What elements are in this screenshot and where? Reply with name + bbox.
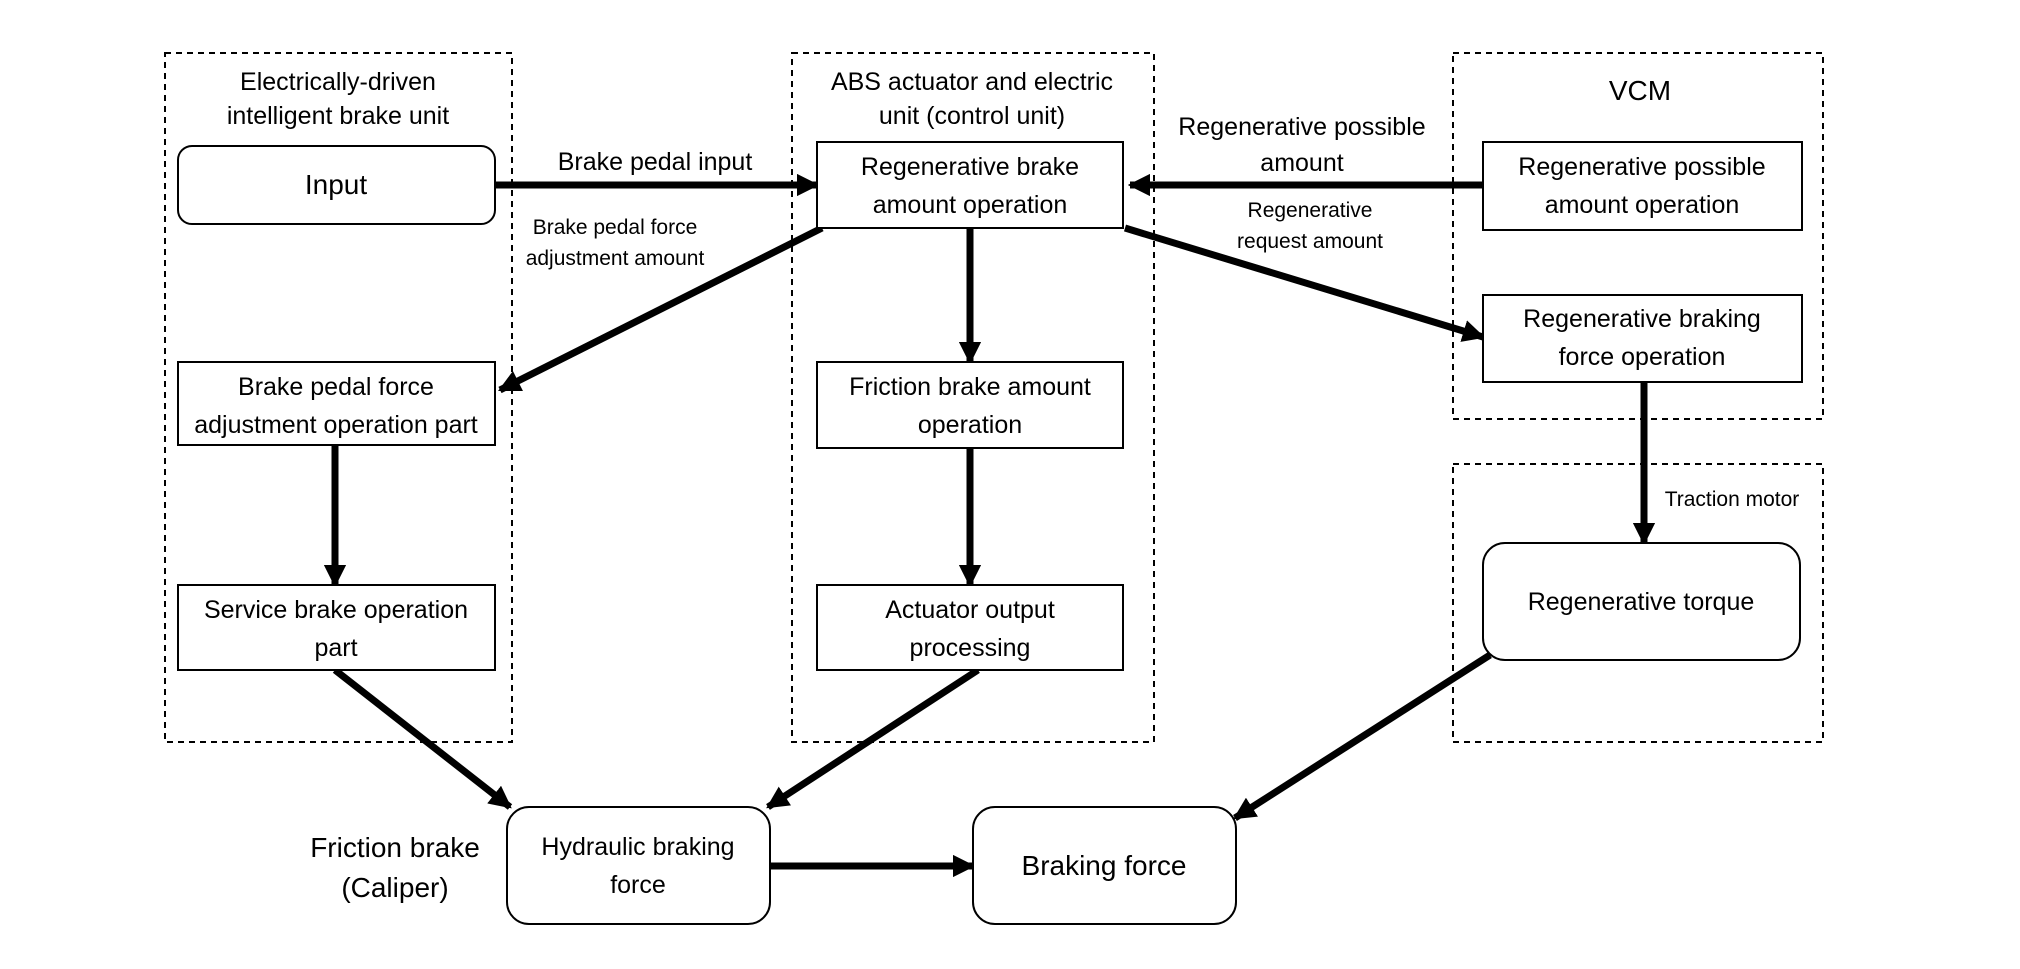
regen-brake-amount-node (816, 141, 1124, 229)
traction-motor-title: Traction motor (1665, 488, 1800, 511)
actuator-output-label: Actuator output processing (885, 596, 1055, 662)
hydraulic-force-label-line: force (610, 871, 666, 899)
arrow-regen-brake-to-pedal-adjust (497, 224, 824, 394)
brake-unit-group (164, 52, 513, 743)
pedal-force-adjust-label-line: adjustment operation part (194, 411, 478, 439)
service-brake-label-line: Service brake operation (204, 596, 468, 624)
regen-request-amount-label-line: Regenerative (1248, 199, 1373, 222)
input-label: Input (305, 169, 367, 200)
service-brake-node (177, 584, 496, 671)
regen-possible-op-label-line: amount operation (1545, 191, 1740, 219)
regen-torque-label-line: Regenerative torque (1528, 588, 1755, 616)
regen-possible-amount-label-line: amount (1260, 149, 1343, 177)
brake-pedal-input-label: Brake pedal input (558, 148, 753, 176)
pedal-force-adjust-label: Brake pedal force adjustment operation pa… (194, 373, 478, 439)
friction-brake-caliper-label-line: (Caliper) (341, 872, 448, 903)
input-label-line: Input (305, 169, 367, 200)
hydraulic-force-label: Hydraulic braking force (541, 833, 734, 899)
regen-request-amount-label: Regenerative request amount (1237, 199, 1383, 253)
abs-unit-title-line: unit (control unit) (879, 102, 1065, 130)
friction-brake-amount-label-line: Friction brake amount (849, 373, 1091, 401)
regen-possible-amount-label-line: Regenerative possible (1178, 113, 1425, 141)
hydraulic-force-node (506, 806, 771, 925)
vcm-title-line: VCM (1609, 75, 1671, 106)
arrow-torque-to-braking-force (1233, 652, 1492, 821)
pedal-force-adjust-amount-label: Brake pedal force adjustment amount (526, 216, 705, 270)
abs-unit-title-line: ABS actuator and electric (831, 68, 1113, 96)
regen-braking-force-label: Regenerative braking force operation (1523, 305, 1761, 371)
brake-pedal-input-label-line: Brake pedal input (558, 148, 753, 176)
regen-brake-amount-label-line: amount operation (873, 191, 1068, 219)
friction-brake-amount-label-line: operation (918, 411, 1022, 439)
pedal-force-adjust-node (177, 361, 496, 446)
pedal-force-adjust-label-line: Brake pedal force (238, 373, 434, 401)
actuator-output-label-line: processing (910, 634, 1031, 662)
regen-braking-force-label-line: Regenerative braking (1523, 305, 1761, 333)
friction-brake-caliper-label: Friction brake (Caliper) (310, 832, 480, 903)
regen-request-amount-label-line: request amount (1237, 230, 1383, 253)
regen-torque-node (1482, 542, 1801, 661)
regen-possible-op-label-line: Regenerative possible (1518, 153, 1765, 181)
friction-brake-caliper-label-line: Friction brake (310, 832, 480, 863)
vcm-title: VCM (1609, 75, 1671, 106)
pedal-force-adjust-amount-label-line: adjustment amount (526, 247, 705, 270)
service-brake-label-line: part (314, 634, 357, 662)
brake-unit-title-line: Electrically-driven (240, 68, 436, 96)
regen-braking-force-label-line: force operation (1559, 343, 1726, 371)
regen-possible-amount-label: Regenerative possible amount (1178, 113, 1425, 177)
brake-unit-title-line: intelligent brake unit (227, 102, 449, 130)
abs-unit-title: ABS actuator and electric unit (control u… (831, 68, 1113, 130)
hydraulic-force-label-line: Hydraulic braking (541, 833, 734, 861)
input-node (177, 145, 496, 225)
pedal-force-adjust-amount-label-line: Brake pedal force (533, 216, 698, 239)
brake-unit-title: Electrically-driven intelligent brake uni… (227, 68, 449, 130)
actuator-output-node (816, 584, 1124, 671)
braking-force-label-line: Braking force (1022, 850, 1187, 881)
regen-possible-op-node (1482, 141, 1803, 231)
traction-motor-group (1452, 463, 1824, 743)
abs-unit-group (791, 52, 1155, 743)
friction-brake-amount-label: Friction brake amount operation (849, 373, 1091, 439)
regen-possible-op-label: Regenerative possible amount operation (1518, 153, 1765, 219)
regen-torque-label: Regenerative torque (1528, 588, 1755, 616)
service-brake-label: Service brake operation part (204, 596, 468, 662)
regen-brake-amount-label-line: Regenerative brake (861, 153, 1079, 181)
actuator-output-label-line: Actuator output (885, 596, 1055, 624)
vcm-group (1452, 52, 1824, 420)
arrow-actuator-to-hydraulic (766, 667, 980, 810)
traction-motor-title-line: Traction motor (1665, 488, 1800, 511)
arrow-regen-brake-to-regen-force (1123, 224, 1486, 342)
braking-force-node (972, 806, 1237, 925)
friction-brake-amount-node (816, 361, 1124, 449)
braking-force-label: Braking force (1022, 850, 1187, 881)
regen-braking-force-node (1482, 294, 1803, 383)
arrow-service-to-hydraulic (332, 667, 513, 810)
regen-brake-amount-label: Regenerative brake amount operation (861, 153, 1079, 219)
